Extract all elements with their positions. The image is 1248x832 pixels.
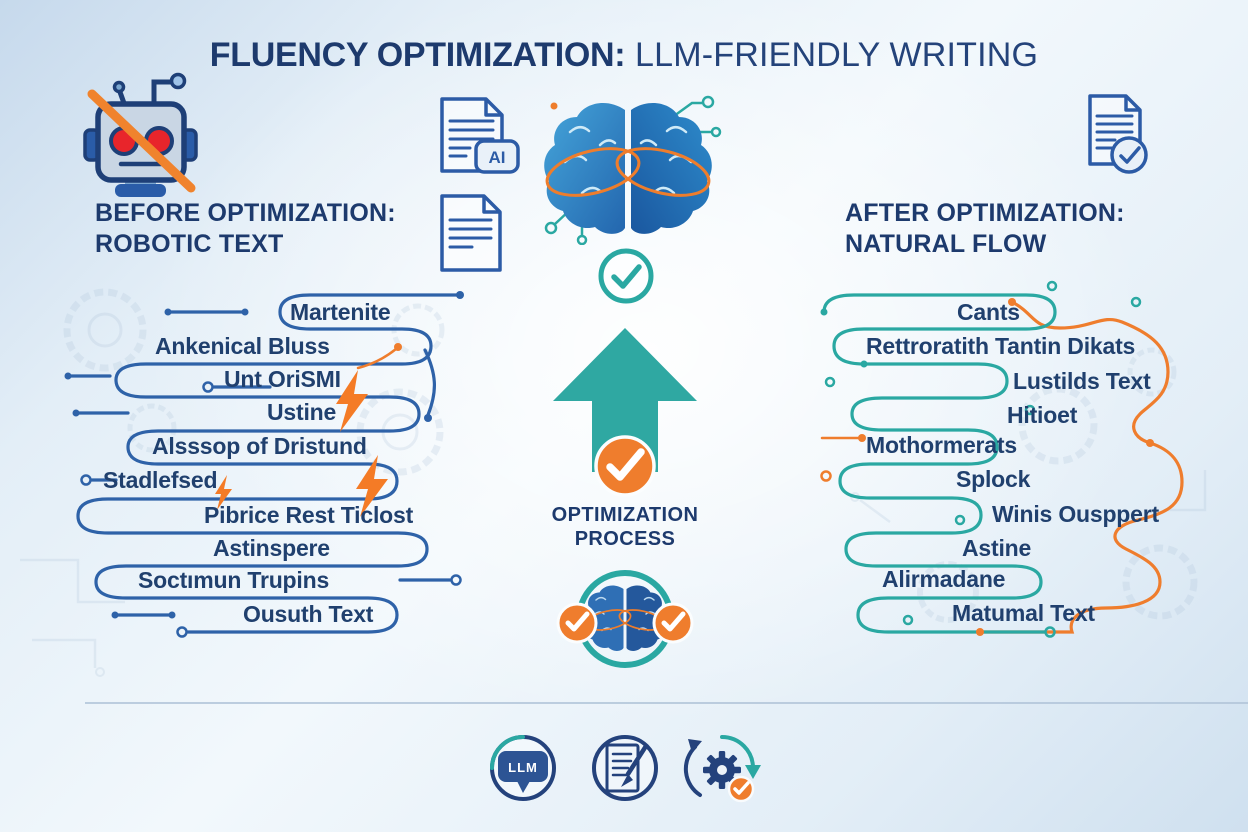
- flow-item: Alsssop of Dristund: [152, 433, 367, 459]
- flow-item: Ousuth Text: [243, 601, 374, 627]
- title-emphasis: FLUENCY OPTIMIZATION:: [209, 36, 626, 74]
- process-label: OPTIMIZATION PROCESS: [525, 503, 725, 551]
- ai-document-icon: AI: [440, 97, 520, 174]
- brain-right-hemisphere: [631, 102, 712, 234]
- lightning-bolt-icon: [215, 475, 232, 510]
- ring-check-left: [556, 602, 598, 644]
- flow-item: Stadlefsed: [103, 467, 218, 493]
- before-heading: BEFORE OPTIMIZATION: ROBOTIC TEXT: [95, 198, 396, 260]
- check-circle-teal-icon: [598, 248, 654, 304]
- cross-out-slash: [87, 89, 196, 193]
- llm-bubble-label: LLM: [508, 760, 538, 775]
- before-flow-lines: [64, 291, 464, 638]
- flow-item: Matumal Text: [952, 600, 1095, 626]
- flow-item: Rettroratith Tantin Dikats: [866, 333, 1136, 359]
- after-flow-lines: [820, 280, 1184, 638]
- orange-accents: [215, 343, 402, 517]
- flow-item: Astine: [962, 535, 1032, 561]
- check-circle-orange-icon: [594, 435, 656, 497]
- before-heading-line2: ROBOTIC TEXT: [95, 230, 284, 258]
- brain-ring-checks-icon: [556, 570, 694, 668]
- page-title: FLUENCY OPTIMIZATION: LLM-FRIENDLY WRITI…: [0, 36, 1248, 75]
- title-rest: LLM-FRIENDLY WRITING: [625, 36, 1039, 74]
- flow-item: Unt OriSMI: [224, 366, 341, 392]
- infinity-loops: [545, 147, 711, 197]
- gear-sync-check-icon: [683, 735, 761, 803]
- flow-item: Astinspere: [213, 535, 330, 561]
- brain-left-hemisphere: [544, 102, 625, 234]
- document-pen-icon: [592, 735, 658, 801]
- document-icon: [440, 194, 502, 272]
- flow-item: Soctımun Trupins: [138, 567, 330, 593]
- flow-item: Mothormerats: [866, 432, 1017, 458]
- flow-item: Splock: [956, 466, 1031, 492]
- llm-chat-icon: LLM: [490, 735, 556, 801]
- flow-item: Hitioet: [1007, 402, 1078, 428]
- flow-item: Ustine: [267, 399, 337, 425]
- up-arrow-icon: [553, 328, 697, 497]
- flow-item: Martenite: [290, 299, 391, 325]
- document-check-icon: [1088, 94, 1148, 174]
- ring-check-right: [652, 602, 694, 644]
- lightning-bolt-icon: [356, 455, 388, 517]
- robot-crossed-icon: [83, 72, 198, 197]
- flow-item: Ankenical Bluss: [155, 333, 330, 359]
- flow-item: Pibrice Rest Ticlost: [204, 502, 414, 528]
- after-snake-line-teal: [822, 293, 1057, 634]
- after-heading-line1: AFTER OPTIMIZATION:: [845, 199, 1125, 227]
- process-label-line2: PROCESS: [574, 528, 676, 550]
- after-heading-line2: NATURAL FLOW: [845, 230, 1047, 258]
- after-heading: AFTER OPTIMIZATION: NATURAL FLOW: [845, 198, 1125, 260]
- after-orange-accents: [820, 298, 1154, 636]
- before-snake-line: [76, 293, 462, 634]
- flow-item: Alirmadane: [882, 566, 1006, 592]
- flow-item: Winis Ousppert: [992, 501, 1159, 527]
- footer-icon-row: LLM: [490, 735, 761, 803]
- flow-item: Cants: [957, 299, 1020, 325]
- flow-item: Lustilds Text: [1013, 368, 1151, 394]
- after-snake-line-orange: [978, 300, 1184, 634]
- brain-infinity-icon: [544, 95, 722, 245]
- footer-divider: [85, 702, 1248, 704]
- process-label-line1: OPTIMIZATION: [551, 504, 699, 526]
- gear-icon: [703, 751, 741, 789]
- lightning-bolt-icon: [336, 370, 368, 432]
- ai-badge-label: AI: [489, 148, 506, 167]
- before-heading-line1: BEFORE OPTIMIZATION:: [95, 199, 396, 227]
